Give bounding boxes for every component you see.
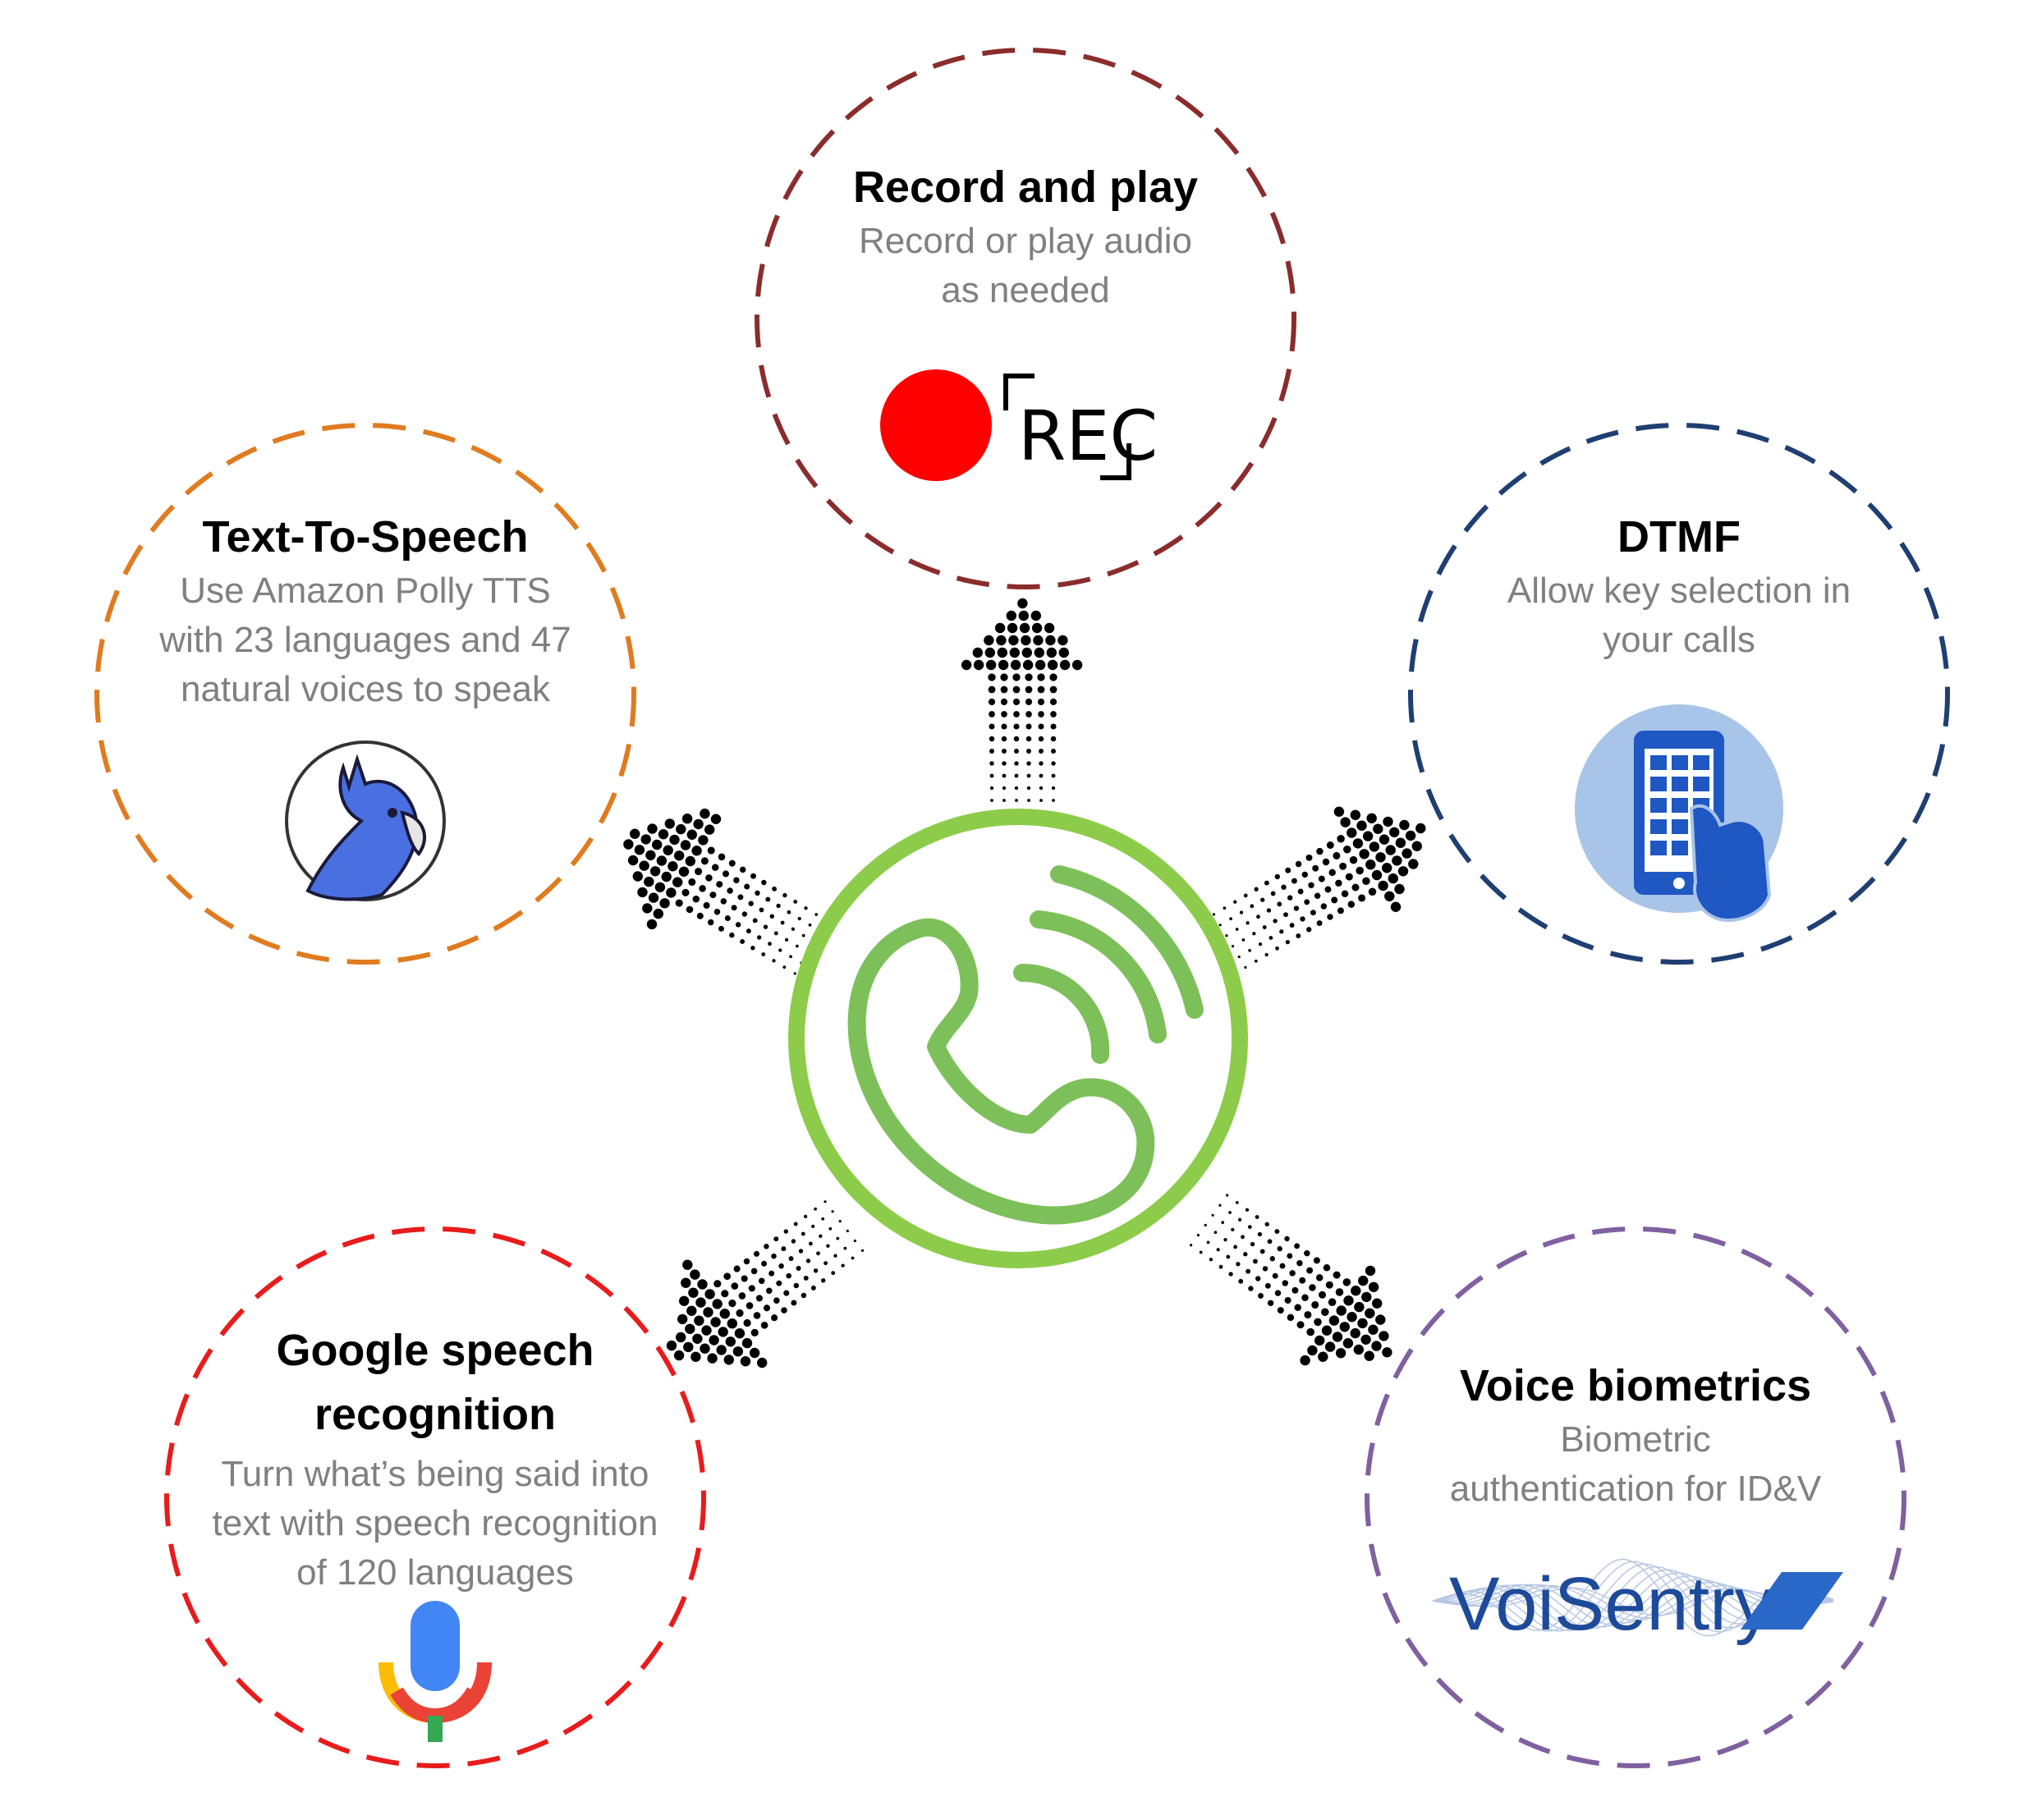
speech-title: Google speech recognition [276,1326,594,1439]
voisentry-logo-text: VoiSentry [1449,1562,1773,1646]
parrot-icon [285,740,446,901]
dotted-arrows [623,598,1426,1368]
dtmf-circle [1408,423,1950,965]
tts-title: Text-To-Speech [202,512,529,562]
speech-circle [164,1226,706,1768]
record-desc: Record or play audio as needed [858,221,1192,310]
biometrics-circle [1365,1226,1906,1768]
rec-bracket-top [1003,374,1035,410]
node-record: Record and play Record or play audio as … [767,161,1284,315]
hub-phone [788,809,1248,1268]
node-tts: Text-To-Speech Use Amazon Polly TTS with… [107,511,624,714]
node-biometrics: Voice biometrics Biometric authenticatio… [1377,1359,1894,1514]
dtmf-title: DTMF [1617,512,1741,562]
arrow-up-right-icon [1212,806,1426,969]
record-dot-icon [880,369,992,481]
arrow-up-left-icon [623,808,828,975]
rec-bracket-bottom [1100,443,1131,480]
microphone-icon [378,1601,492,1742]
arrow-up-icon [961,598,1083,814]
arrow-down-right-icon [1190,1194,1392,1366]
biometrics-title: Voice biometrics [1459,1361,1812,1410]
dtmf-desc: Allow key selection in your calls [1507,571,1851,660]
rec-label: REC [1018,396,1158,476]
rec-icon: REC [880,369,1158,481]
speech-desc: Turn what’s being said into text with sp… [212,1454,658,1593]
record-circle [755,48,1296,589]
voisentry-logo: VoiSentry [1432,1558,1843,1646]
tts-circle [94,423,636,965]
node-speech: Google speech recognition Turn what’s be… [177,1318,694,1598]
tts-desc: Use Amazon Polly TTS with 23 languages a… [159,571,571,709]
arrow-down-left-icon [666,1200,865,1368]
node-dtmf: DTMF Allow key selection in your calls [1420,511,1938,665]
biometrics-desc: Biometric authentication for ID&V [1449,1419,1822,1509]
phone-ringing-icon [847,865,1204,1225]
record-title: Record and play [852,163,1199,212]
voisentry-parallelogram [1741,1572,1843,1630]
phone-keypad-icon [1575,704,1783,922]
